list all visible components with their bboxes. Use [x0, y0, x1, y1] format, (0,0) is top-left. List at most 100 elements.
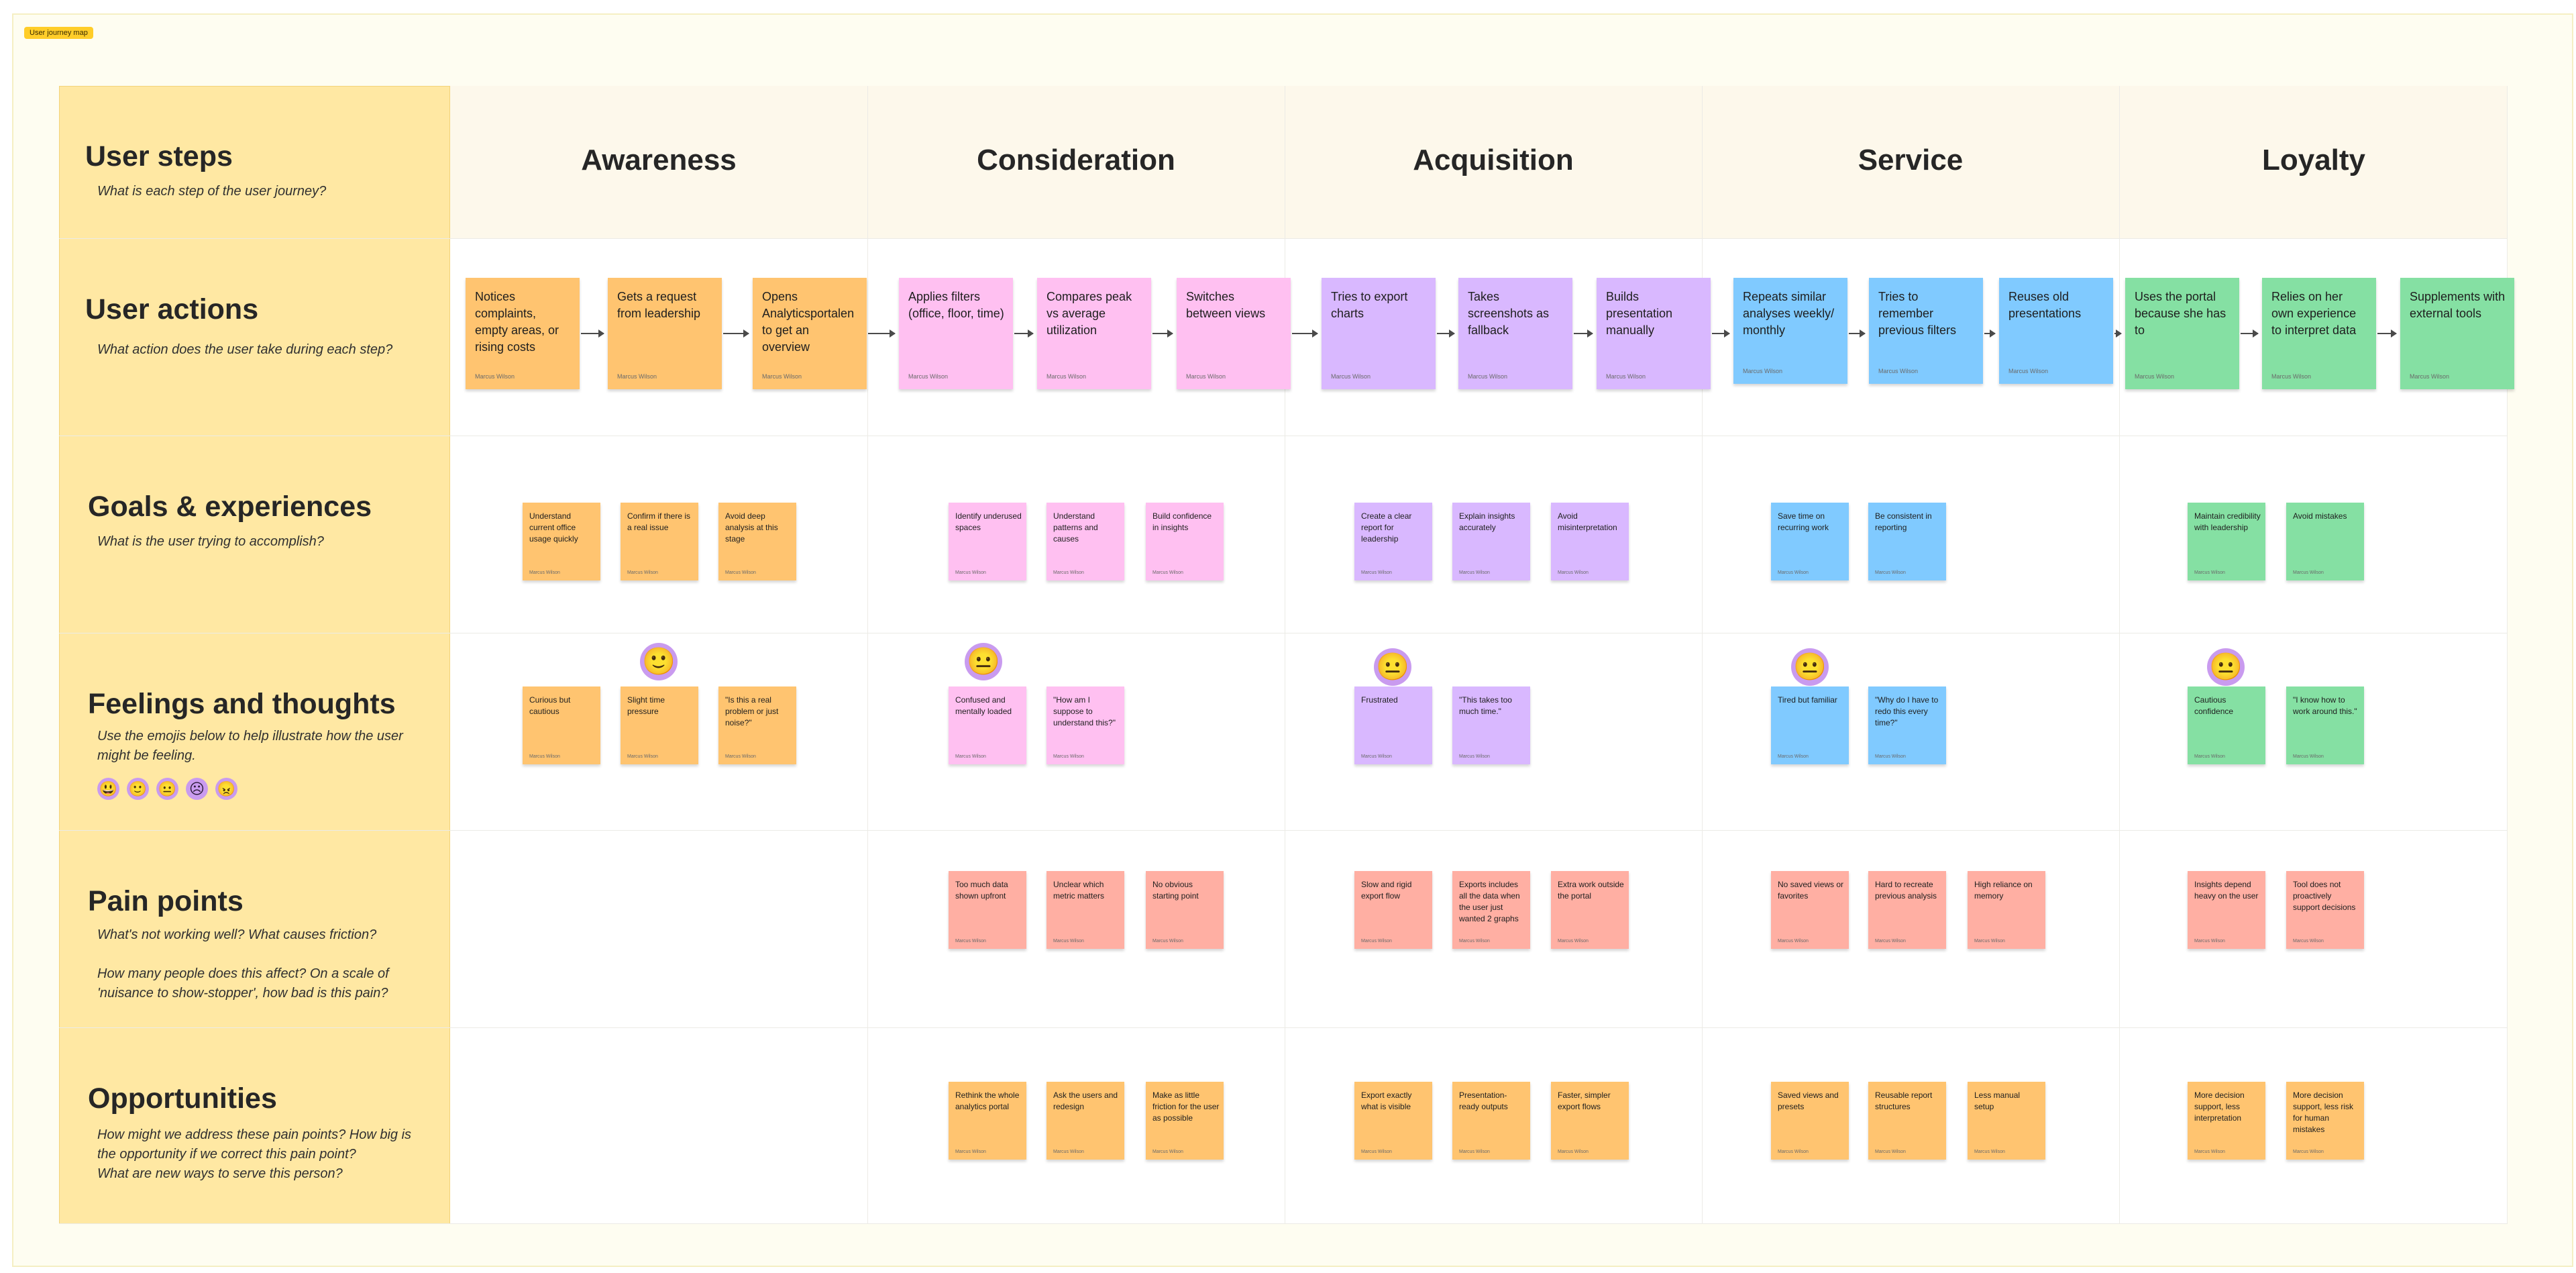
actions-sticky-note[interactable]: Relies on her own experience to interpre…: [2262, 278, 2376, 389]
row-title-user-steps: User steps: [85, 140, 233, 172]
actions-sticky-note[interactable]: Repeats similar analyses weekly/ monthly…: [1733, 278, 1847, 384]
sticky-note-author: Marcus Wilson: [529, 754, 560, 759]
sticky-note-text: Make as little friction for the user as …: [1152, 1090, 1220, 1123]
sad-emoji-icon[interactable]: ☹: [186, 778, 208, 800]
sticky-note-text: Uses the portal because she has to: [2135, 290, 2226, 337]
sticky-note-author: Marcus Wilson: [1361, 1150, 1392, 1154]
neutral-emoji-icon[interactable]: 😐: [156, 778, 178, 800]
sticky-note-text: Slow and rigid export flow: [1361, 880, 1412, 901]
journey-board: User steps What is each step of the user…: [59, 86, 2514, 1224]
row-title-pain-points: Pain points: [88, 885, 244, 917]
sticky-note-author: Marcus Wilson: [1778, 570, 1809, 575]
row-title-feelings: Feelings and thoughts: [88, 688, 396, 720]
pains-sticky-note[interactable]: Tool does not proactively support decisi…: [2286, 871, 2364, 949]
actions-sticky-note[interactable]: Opens Analyticsportalen to get an overvi…: [753, 278, 867, 389]
opps-sticky-note[interactable]: More decision support, less risk for hum…: [2286, 1082, 2364, 1160]
feeling-emoji-icon[interactable]: 😐: [1791, 648, 1829, 686]
sticky-note-author: Marcus Wilson: [1459, 1150, 1490, 1154]
actions-sticky-note[interactable]: Notices complaints, empty areas, or risi…: [466, 278, 580, 389]
actions-sticky-note[interactable]: Applies filters (office, floor, time)Mar…: [899, 278, 1013, 389]
sticky-note-author: Marcus Wilson: [627, 754, 658, 759]
sticky-note-author: Marcus Wilson: [725, 570, 756, 575]
very-happy-emoji-icon[interactable]: 😃: [97, 778, 119, 800]
opps-sticky-note[interactable]: Make as little friction for the user as …: [1146, 1082, 1224, 1160]
sticky-note-author: Marcus Wilson: [908, 373, 949, 380]
feelings-sticky-note[interactable]: "This takes too much time."Marcus Wilson: [1452, 686, 1530, 764]
sticky-note-text: Tries to remember previous filters: [1878, 290, 1957, 337]
sticky-note-text: Be consistent in reporting: [1875, 511, 1932, 532]
feeling-emoji-icon[interactable]: 😐: [1374, 648, 1411, 686]
feelings-sticky-note[interactable]: "How am I suppose to understand this?"Ma…: [1046, 686, 1124, 764]
sticky-note-text: Unclear which metric matters: [1053, 880, 1105, 901]
flow-arrow-icon: [1712, 329, 1730, 338]
row-divider: [59, 238, 2508, 239]
feelings-sticky-note[interactable]: "I know how to work around this."Marcus …: [2286, 686, 2364, 764]
feeling-emoji-icon[interactable]: 🙂: [640, 643, 678, 680]
sticky-note-author: Marcus Wilson: [627, 570, 658, 575]
flow-arrow-icon: [723, 329, 749, 338]
opps-sticky-note[interactable]: More decision support, less interpretati…: [2188, 1082, 2265, 1160]
happy-emoji-icon[interactable]: 🙂: [127, 778, 149, 800]
feelings-sticky-note[interactable]: "Is this a real problem or just noise?"M…: [718, 686, 796, 764]
sticky-note-author: Marcus Wilson: [1053, 754, 1084, 759]
angry-emoji-icon[interactable]: 😠: [215, 778, 237, 800]
flow-arrow-icon: [1292, 329, 1318, 338]
feeling-emoji-icon[interactable]: 😐: [2207, 648, 2245, 686]
feelings-sticky-note[interactable]: "Why do I have to redo this every time?"…: [1868, 686, 1946, 764]
sticky-note-author: Marcus Wilson: [2194, 570, 2225, 575]
row-divider: [59, 830, 2508, 831]
row-divider: [59, 1223, 2508, 1224]
pains-sticky-note[interactable]: Exports includes all the data when the u…: [1452, 871, 1530, 949]
column-divider: [2119, 86, 2120, 1224]
feeling-emoji-icon[interactable]: 😐: [965, 643, 1002, 680]
sticky-note-author: Marcus Wilson: [1152, 939, 1183, 944]
frame-name-tag[interactable]: User journey map: [24, 27, 93, 39]
